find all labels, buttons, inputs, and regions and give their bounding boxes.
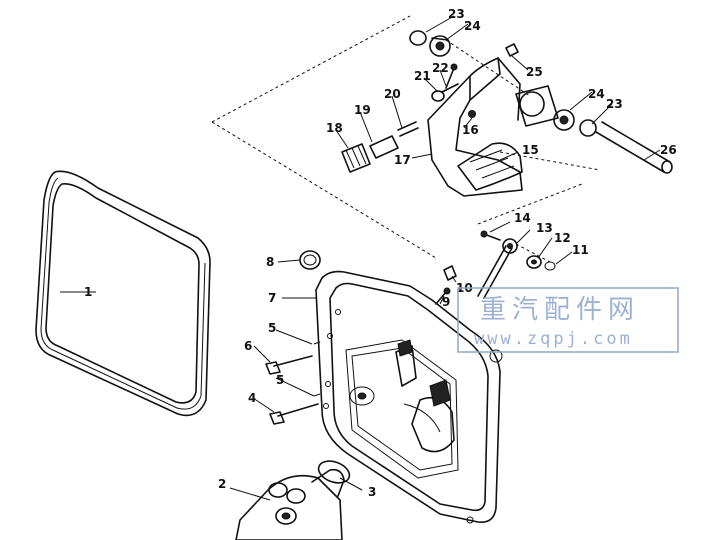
sleeve-22	[431, 83, 459, 102]
bolt-9	[435, 287, 451, 305]
cover-panel-7	[315, 270, 503, 524]
pin-20	[397, 121, 419, 137]
callout-23-upper: 23	[448, 7, 465, 21]
callout-6: 6	[244, 339, 252, 353]
callout-16: 16	[462, 123, 479, 137]
washer-5-upper	[313, 341, 321, 345]
washer-23-lower	[579, 119, 597, 137]
bolt-16	[468, 110, 476, 118]
callout-19: 19	[354, 103, 371, 117]
callout-labels: 1 2 3 4 5 5 6 7 8 9 10 11 12 13 14 15 16…	[84, 7, 677, 499]
callout-20: 20	[384, 87, 401, 101]
assembly-guide-rod	[515, 243, 551, 263]
washer-5-lower	[313, 393, 321, 397]
nut-10	[443, 265, 457, 281]
pedal-pad-15	[457, 142, 523, 191]
bushing-24-lower	[515, 85, 575, 131]
callout-3: 3	[368, 485, 376, 499]
bolt-6	[265, 355, 313, 375]
watermark-frame	[457, 287, 679, 353]
callout-22: 22	[432, 61, 449, 75]
bolt-4	[269, 403, 319, 425]
pedal-bracket-17	[427, 57, 523, 197]
clip-11	[544, 261, 556, 271]
callout-8: 8	[266, 255, 274, 269]
callout-24-lower: 24	[588, 87, 605, 101]
callout-5-upper: 5	[268, 321, 276, 335]
callout-14: 14	[514, 211, 531, 225]
push-rod-13	[477, 238, 518, 299]
screw-21	[445, 63, 458, 89]
callout-2: 2	[218, 477, 226, 491]
rod-19	[369, 135, 399, 159]
callout-26: 26	[660, 143, 677, 157]
callout-18: 18	[326, 121, 343, 135]
watermark: 重汽配件网 www.zqpj.com	[457, 287, 679, 353]
callout-12: 12	[554, 231, 571, 245]
callout-13: 13	[536, 221, 553, 235]
callout-24-upper: 24	[464, 19, 481, 33]
o-ring-3	[317, 460, 351, 484]
spring-18	[341, 143, 371, 173]
leader-lines	[60, 15, 661, 501]
watermark-url: www.zqpj.com	[474, 329, 633, 349]
callout-15: 15	[522, 143, 539, 157]
callout-25: 25	[526, 65, 543, 79]
callout-11: 11	[572, 243, 589, 257]
bushing-24-upper	[429, 35, 451, 57]
callout-5-lower: 5	[276, 373, 284, 387]
callout-7: 7	[268, 291, 276, 305]
callout-1: 1	[84, 285, 92, 299]
callout-4: 4	[248, 391, 256, 405]
callout-9: 9	[442, 295, 450, 309]
callout-23-lower: 23	[606, 97, 623, 111]
watermark-text: 重汽配件网	[480, 295, 640, 325]
gasket-seal-1	[35, 170, 211, 417]
nut-25	[505, 43, 519, 57]
callout-17: 17	[394, 153, 411, 167]
valve-body-2	[235, 468, 345, 540]
callout-21: 21	[414, 69, 431, 83]
pin-14	[480, 230, 501, 241]
assembly-guide-sleeve	[445, 39, 531, 97]
plug-8	[299, 250, 321, 270]
washer-23-upper	[409, 30, 427, 46]
bushing-12	[526, 255, 542, 269]
shaft-26	[595, 121, 673, 174]
